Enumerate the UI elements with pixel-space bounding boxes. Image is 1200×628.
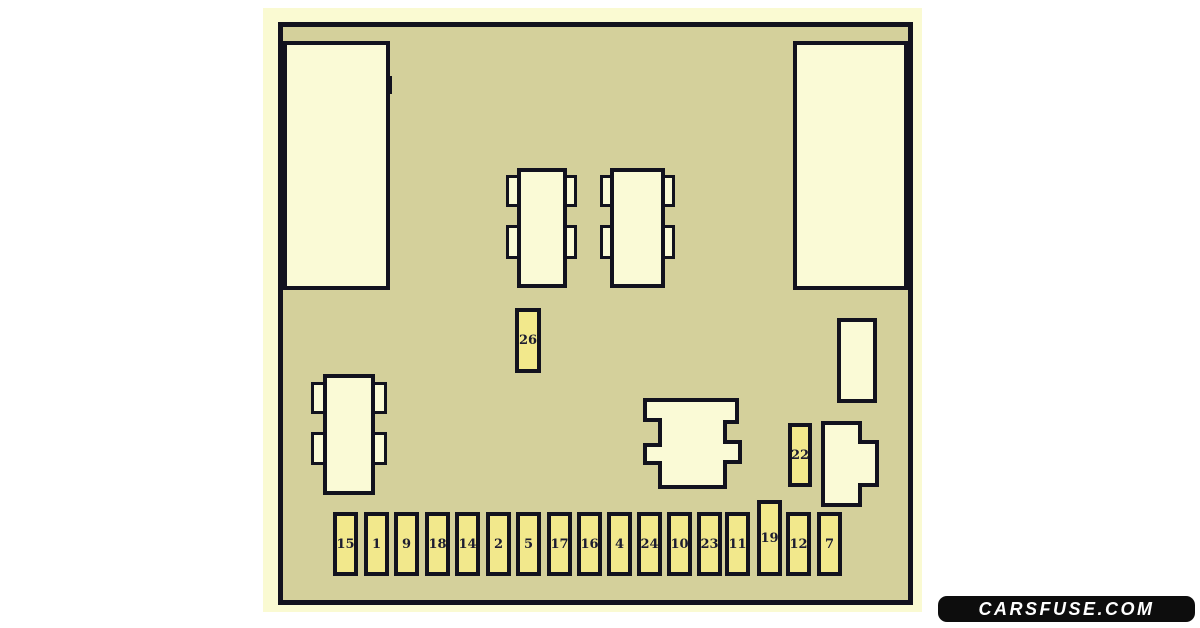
relay-4pin-c — [323, 374, 375, 495]
fuse-14: 14 — [455, 512, 480, 576]
fuse-22: 22 — [788, 423, 812, 487]
fuse-23: 23 — [697, 512, 722, 576]
fuse-17: 17 — [547, 512, 572, 576]
fuse-4: 4 — [607, 512, 632, 576]
connector-plug — [821, 421, 879, 507]
relay-block-top-right — [793, 41, 908, 290]
connector-notch — [386, 76, 392, 94]
fuse-10: 10 — [667, 512, 692, 576]
fuse-26: 26 — [515, 308, 541, 373]
connector-cross — [643, 398, 742, 489]
fuse-16: 16 — [577, 512, 602, 576]
fuse-9: 9 — [394, 512, 419, 576]
relay-4pin-a — [517, 168, 567, 288]
relay-block-right-small — [837, 318, 877, 403]
fuse-7: 7 — [817, 512, 842, 576]
fuse-11: 11 — [725, 512, 750, 576]
fuse-2: 2 — [486, 512, 511, 576]
fuse-12: 12 — [786, 512, 811, 576]
fuse-15: 15 — [333, 512, 358, 576]
carsfuse-logo: CARSFUSE.COM — [938, 596, 1195, 622]
fuse-1: 1 — [364, 512, 389, 576]
relay-block-top-left — [283, 41, 390, 290]
fuse-19: 19 — [757, 500, 782, 576]
fuse-18: 18 — [425, 512, 450, 576]
fuse-5: 5 — [516, 512, 541, 576]
relay-4pin-b — [610, 168, 665, 288]
fuse-24: 24 — [637, 512, 662, 576]
